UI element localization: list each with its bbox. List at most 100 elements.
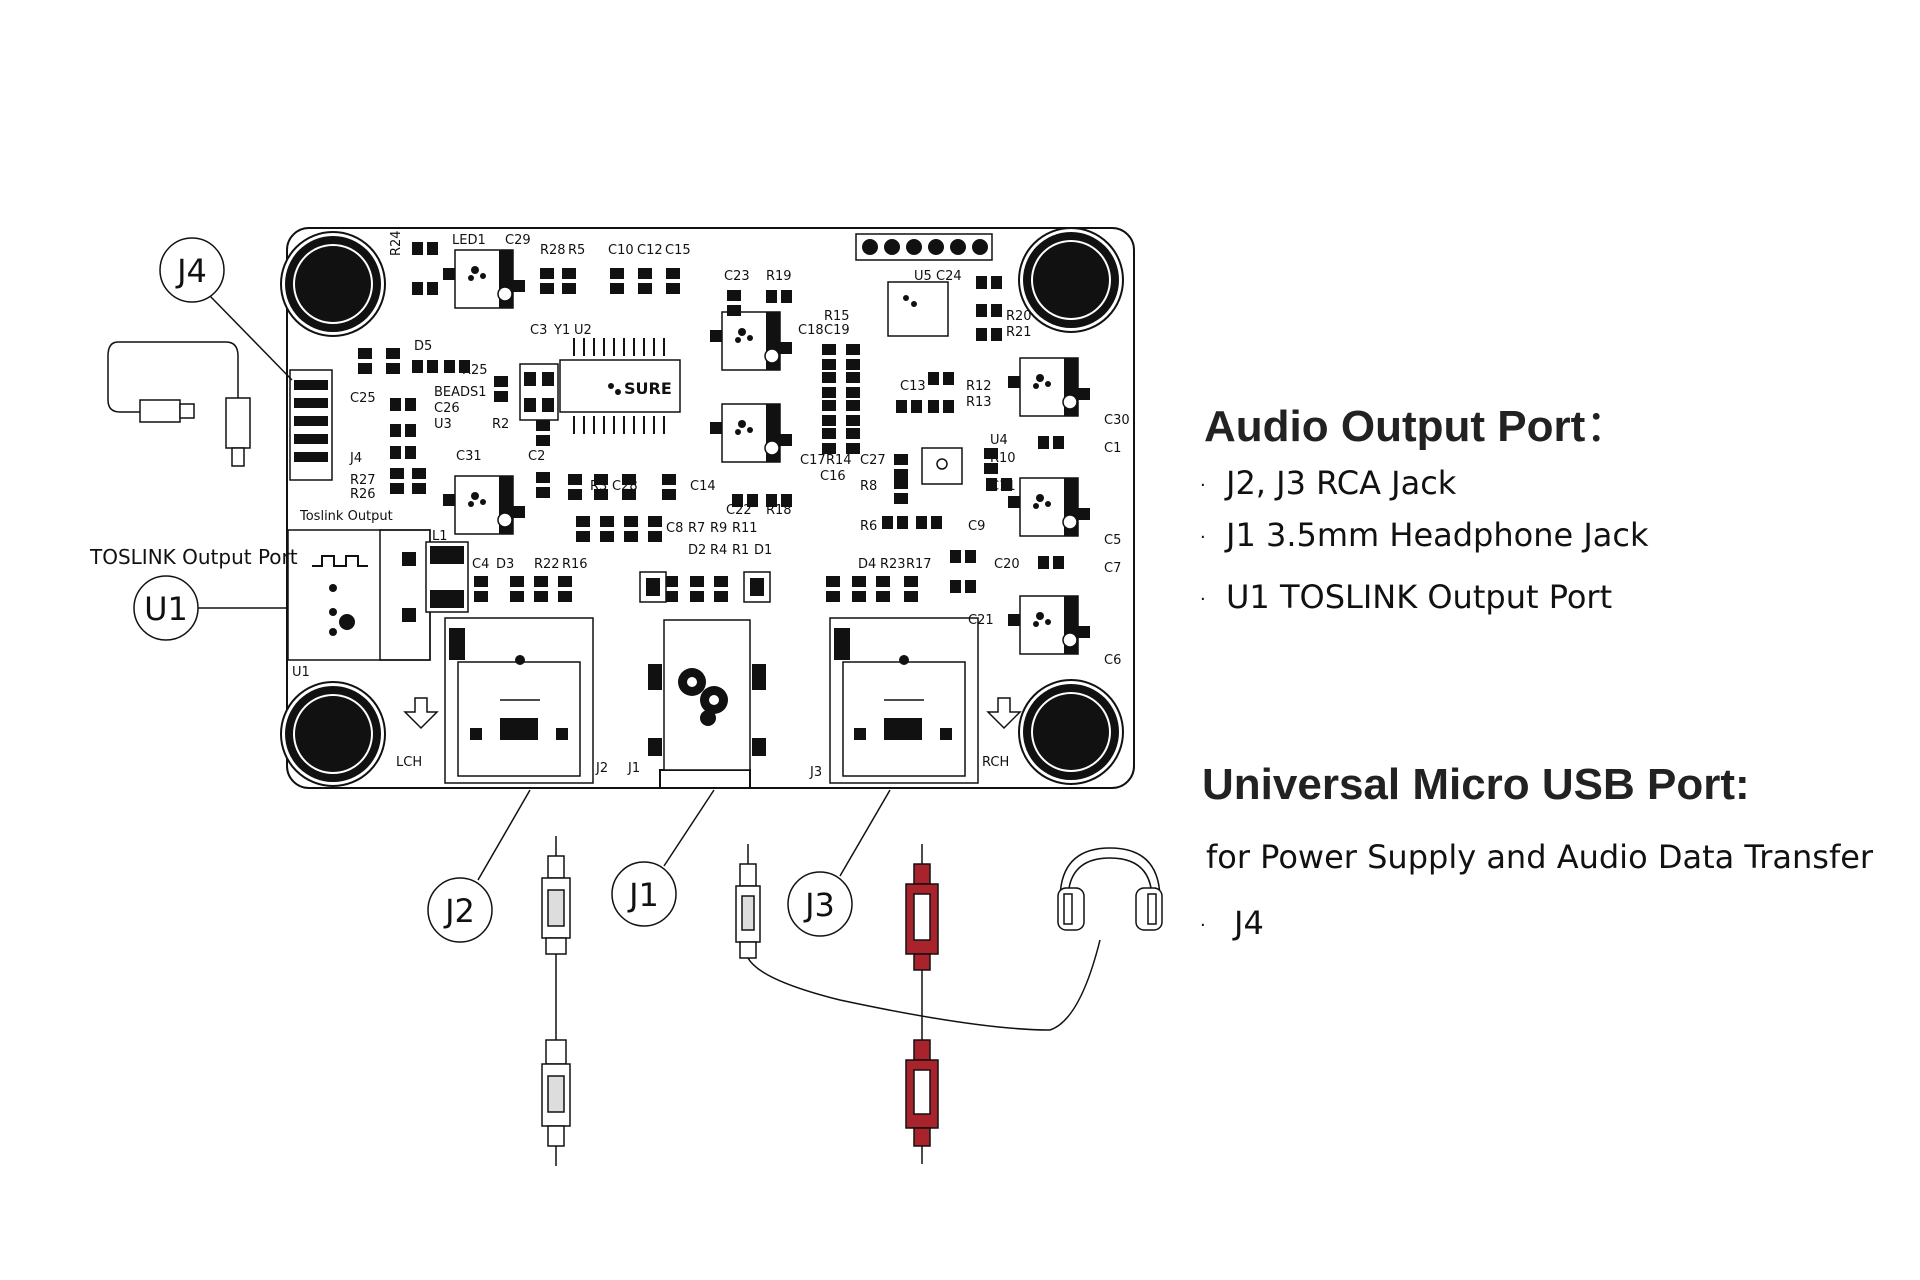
callout-j2-label: J2 <box>443 892 475 930</box>
silk-r16: R16 <box>562 557 588 572</box>
audio-output-item-rca-text: J2, J3 RCA Jack <box>1226 464 1457 502</box>
u5-ic <box>887 281 949 337</box>
mount-hole-top-right <box>1018 227 1124 333</box>
silk-r6: R6 <box>860 519 877 534</box>
audio-3p5mm-plug-bottom <box>541 1039 571 1166</box>
silk-r14: R14 <box>826 453 852 468</box>
silk-c1: C1 <box>1104 441 1121 456</box>
audio-output-item-rca: · J2, J3 RCA Jack <box>1200 464 1456 502</box>
silk-j2: J2 <box>595 761 608 776</box>
cap-c17 <box>709 403 793 463</box>
silk-c15: C15 <box>665 243 691 258</box>
silk-c29: C29 <box>505 233 531 248</box>
silk-r27: R27 <box>350 473 376 488</box>
silk-c8: C8 <box>666 521 683 536</box>
usb-cable-icon <box>107 341 251 467</box>
usb-item-j4-text: J4 <box>1234 904 1264 942</box>
silk-c30: C30 <box>1104 413 1130 428</box>
silk-r4: R4 <box>710 543 727 558</box>
cap-c31 <box>442 475 526 535</box>
silk-d5: D5 <box>414 339 432 354</box>
silk-c25: C25 <box>350 391 376 406</box>
callout-j4-label: J4 <box>175 252 207 290</box>
silk-r11: R11 <box>732 521 758 536</box>
arrow-down-icon <box>403 697 439 730</box>
mount-hole-top-left <box>280 231 386 337</box>
silk-c23: C23 <box>724 269 750 284</box>
silk-c19: C19 <box>824 323 850 338</box>
silk-j3: J3 <box>809 765 822 780</box>
callout-j1-label: J1 <box>627 876 659 914</box>
silk-c26: C26 <box>434 401 460 416</box>
silk-lch: LCH <box>396 755 422 770</box>
mount-hole-bottom-right <box>1018 679 1124 785</box>
inductor-l1 <box>425 541 469 613</box>
arrow-down-icon-right <box>986 697 1022 730</box>
silk-y1: Y1 <box>553 323 570 338</box>
silk-r20: R20 <box>1006 309 1032 324</box>
audio-output-item-headphone-text: J1 3.5mm Headphone Jack <box>1226 516 1649 554</box>
silk-u1: U1 <box>292 665 310 680</box>
cap-c5 <box>1007 477 1091 537</box>
toslink-module <box>287 529 431 661</box>
silk-j4: J4 <box>349 451 362 466</box>
toslink-port-label: TOSLINK Output Port <box>89 545 298 569</box>
callout-j3: J3 <box>787 789 891 937</box>
legend-panel: Audio Output Port： · J2, J3 RCA Jack · J1 … <box>1200 0 1900 1280</box>
silk-r1: R1 <box>732 543 749 558</box>
audio-3p5mm-plug-headphone <box>735 844 761 959</box>
silk-u5: U5 <box>914 269 932 284</box>
audio-output-heading-colon: ： <box>1585 402 1630 451</box>
rca-plug-bottom <box>905 1039 939 1164</box>
usb-heading: Universal Micro USB Port: <box>1202 760 1750 809</box>
crystal <box>519 363 559 421</box>
silk-c5: C5 <box>1104 533 1121 548</box>
silk-r8: R8 <box>860 479 877 494</box>
silk-r25: R25 <box>462 363 488 378</box>
silk-u3: U3 <box>434 417 452 432</box>
cap-c29 <box>442 249 526 309</box>
cap-c6 <box>1007 595 1091 655</box>
silk-r9: R9 <box>710 521 727 536</box>
silk-r21: R21 <box>1006 325 1032 340</box>
callout-u1-label: U1 <box>144 590 188 628</box>
silk-c13: C13 <box>900 379 926 394</box>
silk-d3: D3 <box>496 557 514 572</box>
silk-c9: C9 <box>968 519 985 534</box>
silk-c17: C17 <box>800 453 826 468</box>
u4-ic <box>921 447 963 485</box>
headphone-notch <box>659 769 751 789</box>
switches <box>639 571 771 603</box>
silk-c14: C14 <box>690 479 716 494</box>
silk-c12: C12 <box>637 243 663 258</box>
bullet-icon: · <box>1200 474 1206 496</box>
mount-hole-bottom-left <box>280 681 386 787</box>
silk-rch: RCH <box>982 755 1009 770</box>
bullet-icon: · <box>1200 588 1206 610</box>
bullet-icon: · <box>1200 526 1206 548</box>
silk-d1: D1 <box>754 543 772 558</box>
silk-u4: U4 <box>990 433 1008 448</box>
audio-output-heading: Audio Output Port： <box>1204 390 1629 454</box>
main-ic: SURE <box>559 338 681 434</box>
silk-beads1: BEADS1 <box>434 385 487 400</box>
silk-c6: C6 <box>1104 653 1121 668</box>
silk-c2: C2 <box>528 449 545 464</box>
headphone-cable <box>747 939 1101 1031</box>
bullet-icon: · <box>1200 914 1206 936</box>
audio-3p5mm-plug-top <box>541 836 571 955</box>
audio-output-heading-text: Audio Output Port <box>1204 402 1586 451</box>
silk-r17: R17 <box>906 557 932 572</box>
silk-u2: U2 <box>574 323 592 338</box>
micro-usb-connector <box>289 369 333 481</box>
silk-l1: L1 <box>432 529 448 544</box>
silk-r10: R10 <box>990 451 1016 466</box>
headphone-jack-j1 <box>648 619 766 771</box>
silk-led1: LED1 <box>452 233 486 248</box>
rca-jack-j3 <box>829 617 979 784</box>
silk-c24: C24 <box>936 269 962 284</box>
silk-c31: C31 <box>456 449 482 464</box>
rca-plug-top <box>905 844 939 971</box>
silk-c27: C27 <box>860 453 886 468</box>
